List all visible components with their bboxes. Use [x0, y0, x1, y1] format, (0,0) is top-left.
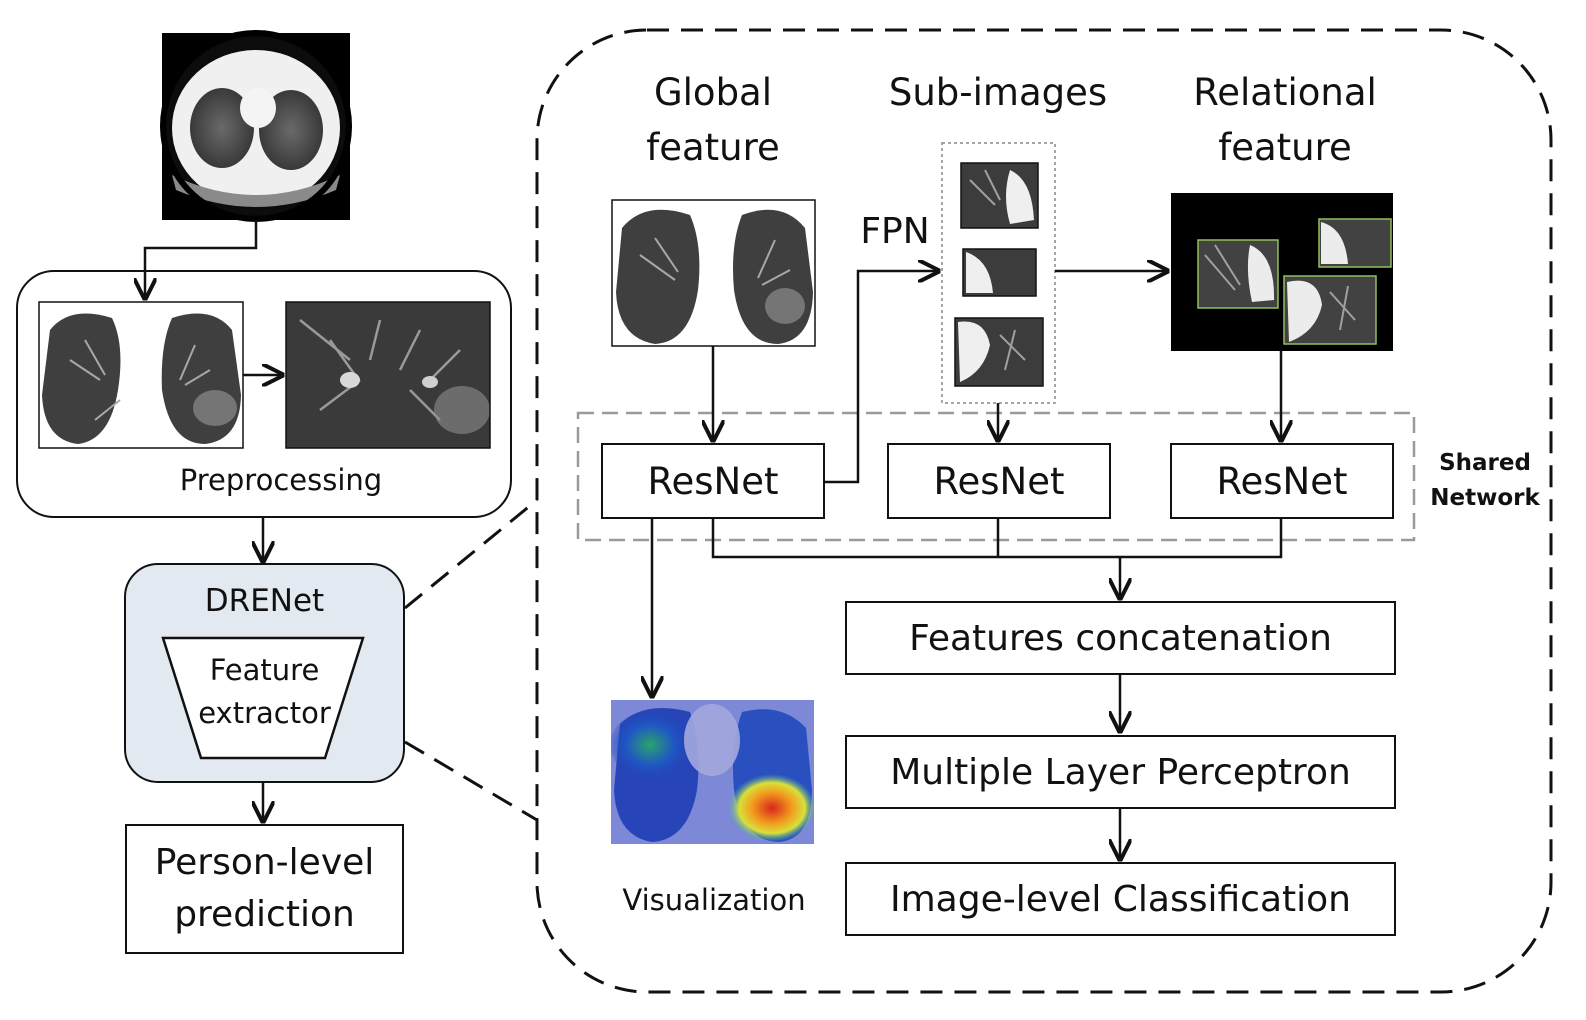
sub-images-frame: [941, 142, 1056, 404]
resnet-box-global: ResNet: [601, 443, 825, 519]
global-feature-heading-line2: feature: [646, 126, 780, 169]
relational-feature-heading-line1: Relational: [1193, 71, 1377, 114]
features-concatenation-label: Features concatenation: [909, 617, 1332, 659]
resnet-label: ResNet: [1216, 459, 1348, 503]
zoom-line-bottom: [404, 740, 538, 822]
lung-mask-image: [39, 302, 243, 448]
person-level-prediction-box: Person-level prediction: [125, 824, 404, 954]
cropped-lung-image: [286, 302, 490, 448]
image-level-classification-label: Image-level Classification: [890, 878, 1351, 920]
zoom-line-top: [404, 498, 538, 610]
person-level-line1: Person-level: [154, 841, 375, 883]
sub-image-1: [960, 162, 1039, 229]
global-feature-heading-line1: Global: [653, 71, 773, 114]
shared-network-box: [576, 411, 1416, 542]
shared-network-label-line1: Shared: [1439, 450, 1531, 476]
relational-feature-image: [1171, 193, 1393, 351]
heatmap-visualization-image: [611, 700, 814, 844]
sub-images-heading: Sub-images: [888, 71, 1108, 114]
resnet-label: ResNet: [647, 459, 779, 503]
resnet-label: ResNet: [933, 459, 1065, 503]
feature-extractor-label-line1: Feature: [209, 653, 320, 687]
image-level-classification-box: Image-level Classification: [845, 862, 1396, 936]
fpn-arrow: [824, 271, 938, 484]
feature-extractor-label-line2: extractor: [198, 696, 331, 730]
person-level-line2: prediction: [174, 894, 355, 935]
features-concatenation-box: Features concatenation: [845, 601, 1396, 675]
preprocessing-label: Preprocessing: [179, 463, 383, 497]
preprocessing-box: [16, 270, 512, 518]
resnet-box-relational: ResNet: [1170, 443, 1394, 519]
resnet-box-subimages: ResNet: [887, 443, 1111, 519]
arrow-raw-to-preprocess: [145, 220, 258, 298]
detail-panel-border: [535, 28, 1553, 994]
shared-network-label-line2: Network: [1430, 485, 1540, 511]
drenet-label: DRENet: [204, 583, 325, 619]
feature-extractor-shape: [161, 636, 365, 760]
sub-image-3: [954, 317, 1044, 387]
sub-image-2: [962, 248, 1037, 297]
relational-feature-heading-line2: feature: [1218, 126, 1352, 169]
mlp-label: Multiple Layer Perceptron: [890, 751, 1351, 793]
mlp-box: Multiple Layer Perceptron: [845, 735, 1396, 809]
fpn-label: FPN: [860, 211, 930, 252]
visualization-label: Visualization: [622, 883, 806, 917]
global-feature-image: [612, 200, 815, 346]
raw-ct-scan-image: [160, 30, 352, 222]
